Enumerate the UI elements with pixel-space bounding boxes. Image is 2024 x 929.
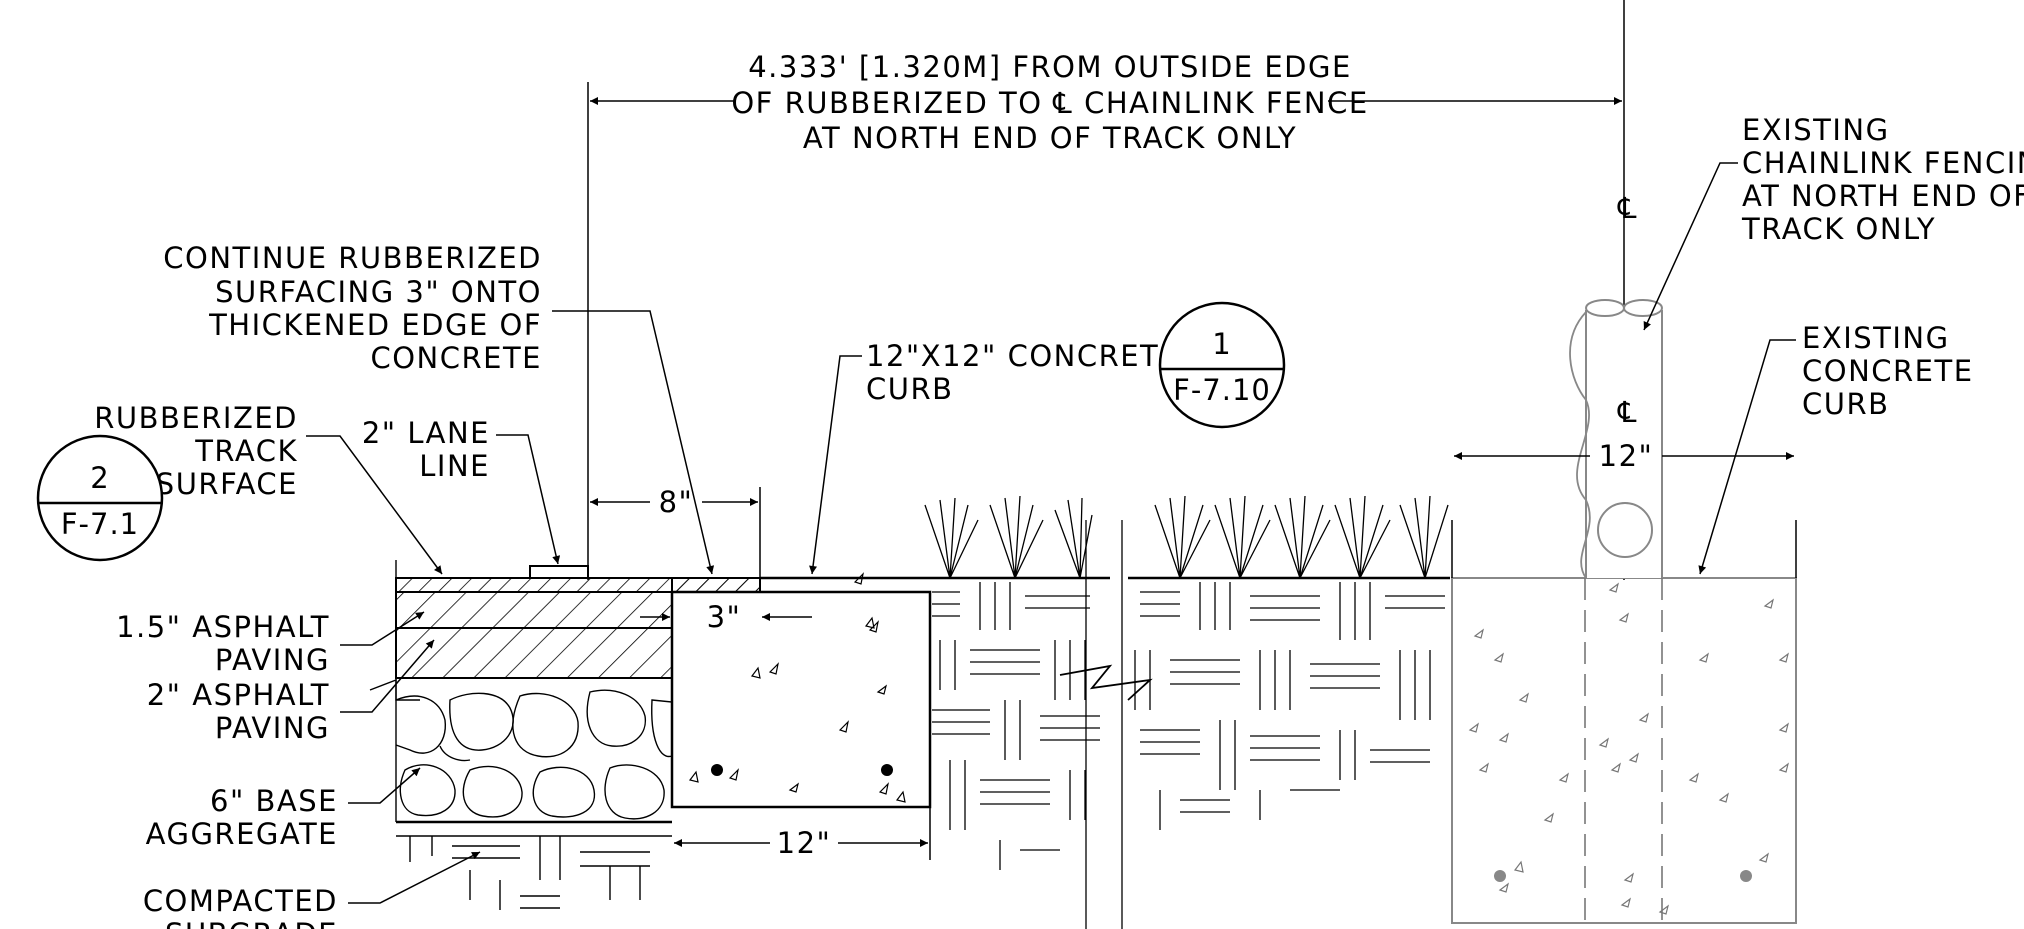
svg-text:6" BASE: 6" BASE bbox=[210, 784, 338, 818]
svg-text:12"X12" CONCRETE: 12"X12" CONCRETE bbox=[866, 339, 1179, 373]
dimension-3in-text: 3" bbox=[707, 600, 742, 634]
asphalt-paving-1-5in bbox=[395, 591, 673, 629]
callout-base-aggregate: 6" BASE AGGREGATE bbox=[146, 767, 421, 851]
dimension-12in-curb: 12" bbox=[674, 808, 931, 860]
callout-continue-rubberized: CONTINUE RUBBERIZED SURFACING 3" ONTO TH… bbox=[163, 241, 715, 575]
svg-text:CURB: CURB bbox=[1802, 387, 1890, 421]
rebar-left bbox=[711, 764, 723, 776]
svg-text:RUBBERIZED: RUBBERIZED bbox=[94, 401, 298, 435]
callout-existing-fencing: EXISTING CHAINLINK FENCING AT NORTH END … bbox=[1643, 113, 2024, 331]
concrete-curb bbox=[670, 572, 932, 809]
detail-bubble-1-number: 1 bbox=[1212, 327, 1231, 361]
svg-text:TRACK ONLY: TRACK ONLY bbox=[1741, 212, 1936, 246]
detail-bubble-1-sheet: F-7.10 bbox=[1173, 373, 1271, 407]
svg-text:SUBGRADE: SUBGRADE bbox=[165, 917, 338, 929]
svg-text:EXISTING: EXISTING bbox=[1802, 321, 1950, 355]
callout-existing-curb: EXISTING CONCRETE CURB bbox=[1698, 321, 1974, 575]
rebar-right bbox=[881, 764, 893, 776]
svg-text:2" LANE: 2" LANE bbox=[362, 416, 490, 450]
centerline-symbol-top: ℄ bbox=[1617, 191, 1638, 225]
svg-text:CONCRETE: CONCRETE bbox=[370, 341, 542, 375]
dimension-12in-existing: 12" bbox=[1454, 439, 1794, 473]
dimension-8in: 8" bbox=[590, 485, 761, 578]
existing-concrete-curb bbox=[1451, 520, 1797, 924]
svg-text:PAVING: PAVING bbox=[215, 643, 330, 677]
svg-text:AT NORTH END OF: AT NORTH END OF bbox=[1742, 179, 2024, 213]
base-aggregate bbox=[395, 689, 673, 820]
callout-compacted-subgrade: COMPACTED SUBGRADE bbox=[143, 851, 481, 929]
callout-concrete-curb: 12"X12" CONCRETE CURB bbox=[809, 339, 1179, 575]
overall-dimension-line2: OF RUBBERIZED TO ℄ CHAINLINK FENCE bbox=[731, 86, 1368, 120]
detail-bubble-2[interactable]: 2 F-7.1 bbox=[36, 434, 164, 562]
overall-dimension-line1: 4.333' [1.320M] FROM OUTSIDE EDGE bbox=[748, 50, 1352, 84]
callout-asphalt-1-5in: 1.5" ASPHALT PAVING bbox=[116, 610, 425, 677]
dimension-3in: 3" bbox=[640, 600, 812, 634]
svg-text:1.5" ASPHALT: 1.5" ASPHALT bbox=[116, 610, 330, 644]
svg-text:SURFACING 3" ONTO: SURFACING 3" ONTO bbox=[215, 275, 542, 309]
svg-text:CONTINUE RUBBERIZED: CONTINUE RUBBERIZED bbox=[163, 241, 542, 275]
overall-dimension: 4.333' [1.320M] FROM OUTSIDE EDGE OF RUB… bbox=[587, 0, 1625, 580]
left-break-line bbox=[369, 560, 420, 822]
svg-text:CURB: CURB bbox=[866, 372, 954, 406]
callout-rubberized-track: RUBBERIZED TRACK SURFACE bbox=[94, 401, 443, 575]
detail-bubble-2-number: 2 bbox=[90, 461, 109, 495]
svg-text:TRACK: TRACK bbox=[194, 434, 298, 468]
dimension-12in-existing-text: 12" bbox=[1599, 439, 1654, 473]
callout-asphalt-2in: 2" ASPHALT PAVING bbox=[147, 639, 435, 745]
svg-text:THICKENED EDGE OF: THICKENED EDGE OF bbox=[208, 308, 542, 342]
svg-text:SURFACE: SURFACE bbox=[156, 467, 298, 501]
svg-text:AGGREGATE: AGGREGATE bbox=[146, 817, 338, 851]
svg-text:EXISTING: EXISTING bbox=[1742, 113, 1890, 147]
svg-text:PAVING: PAVING bbox=[215, 711, 330, 745]
centerline-symbol-fence: ℄ bbox=[1617, 395, 1638, 429]
svg-text:COMPACTED: COMPACTED bbox=[143, 884, 338, 918]
detail-bubble-1[interactable]: 1 F-7.10 bbox=[1158, 301, 1286, 429]
svg-text:CONCRETE: CONCRETE bbox=[1802, 354, 1974, 388]
dimension-12in-curb-text: 12" bbox=[777, 826, 832, 860]
existing-chainlink-fence bbox=[1569, 299, 1663, 579]
overall-dimension-line3: AT NORTH END OF TRACK ONLY bbox=[803, 121, 1297, 155]
compacted-subgrade bbox=[396, 820, 672, 910]
lane-line-paint bbox=[529, 565, 589, 579]
dimension-8in-text: 8" bbox=[659, 485, 694, 519]
detail-bubble-2-sheet: F-7.1 bbox=[61, 507, 139, 541]
svg-text:LINE: LINE bbox=[419, 449, 490, 483]
svg-text:2" ASPHALT: 2" ASPHALT bbox=[147, 678, 330, 712]
asphalt-paving-2in bbox=[395, 627, 673, 679]
soil-section bbox=[924, 495, 1450, 929]
callout-lane-line: 2" LANE LINE bbox=[362, 416, 561, 565]
svg-text:CHAINLINK FENCING: CHAINLINK FENCING bbox=[1742, 146, 2024, 180]
